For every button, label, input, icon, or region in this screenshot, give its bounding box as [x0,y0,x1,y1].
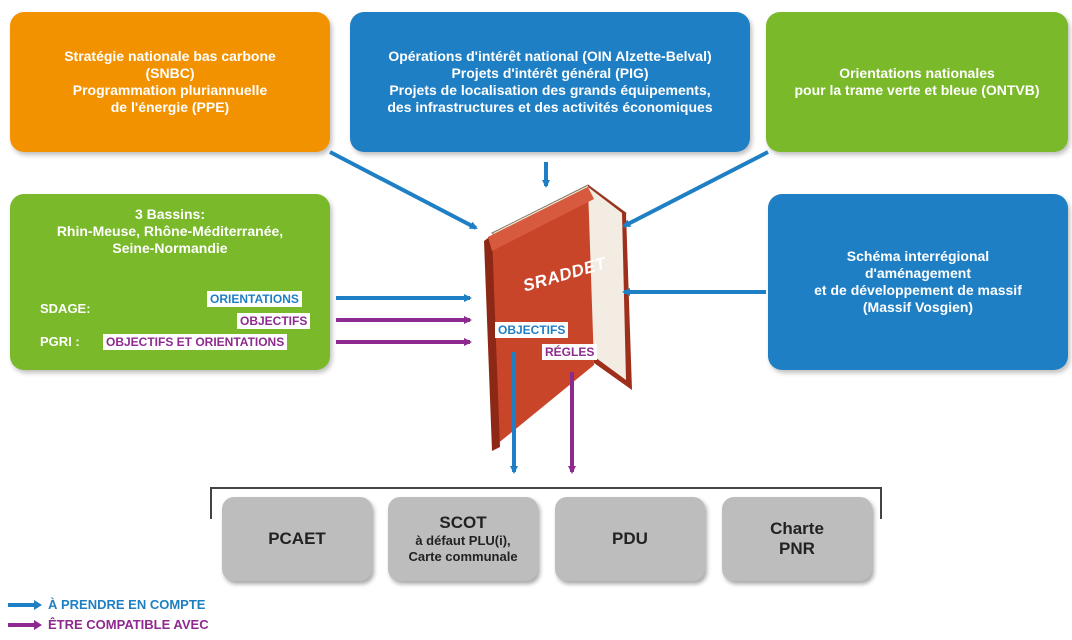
sdage-objectifs-tag: OBJECTIFS [237,313,311,329]
target-charte-pnr: Charte PNR [722,497,872,581]
targets-bracket [210,487,882,519]
arrow-snbc-to-sraddet [329,150,478,230]
target-scot-label: SCOT [439,513,487,532]
bassins-box: 3 Bassins: Rhin-Meuse, Rhône-Méditerrané… [10,194,330,370]
sdage-orientations-tag: ORIENTATIONS [207,291,302,307]
target-pdu-label: PDU [612,529,648,548]
legend-compatible: ÊTRE COMPATIBLE AVEC [8,617,209,632]
oin-pig-box: Opérations d'intérêt national (OIN Alzet… [350,12,750,152]
legend-blue-arrow-icon [8,599,42,610]
snbc-ppe-text: Stratégie nationale bas carbone (SNBC) P… [64,48,276,115]
legend-prendre-text: À PRENDRE EN COMPTE [48,597,206,612]
arrow-ontvb-to-sraddet [622,150,769,228]
book-objectifs-tag: OBJECTIFS [495,322,569,338]
target-pcaet: PCAET [222,497,372,581]
pgri-objectifs-orientations-tag: OBJECTIFS ET ORIENTATIONS [103,334,288,350]
ontvb-box: Orientations nationales pour la trame ve… [766,12,1068,152]
legend-compatible-text: ÊTRE COMPATIBLE AVEC [48,617,209,632]
book-regles-tag: RÉGLES [542,344,598,360]
pgri-label: PGRI : [40,334,80,349]
massif-vosgien-text: Schéma interrégional d'aménagement et de… [814,248,1022,315]
legend-purple-arrow-icon [8,619,42,630]
target-pdu: PDU [555,497,705,581]
target-scot: SCOT à défaut PLU(i), Carte communale [388,497,538,581]
legend-prendre-en-compte: À PRENDRE EN COMPTE [8,597,205,612]
massif-vosgien-box: Schéma interrégional d'aménagement et de… [768,194,1068,370]
target-pnr-label: Charte PNR [770,519,824,558]
snbc-ppe-box: Stratégie nationale bas carbone (SNBC) P… [10,12,330,152]
oin-pig-text: Opérations d'intérêt national (OIN Alzet… [387,48,713,115]
bassins-title: 3 Bassins: Rhin-Meuse, Rhône-Méditerrané… [56,206,284,256]
target-scot-sub: à défaut PLU(i), Carte communale [408,533,518,564]
target-pcaet-label: PCAET [268,529,326,548]
ontvb-text: Orientations nationales pour la trame ve… [794,65,1040,98]
sraddet-book-icon [484,184,632,451]
sdage-label: SDAGE: [40,301,91,316]
